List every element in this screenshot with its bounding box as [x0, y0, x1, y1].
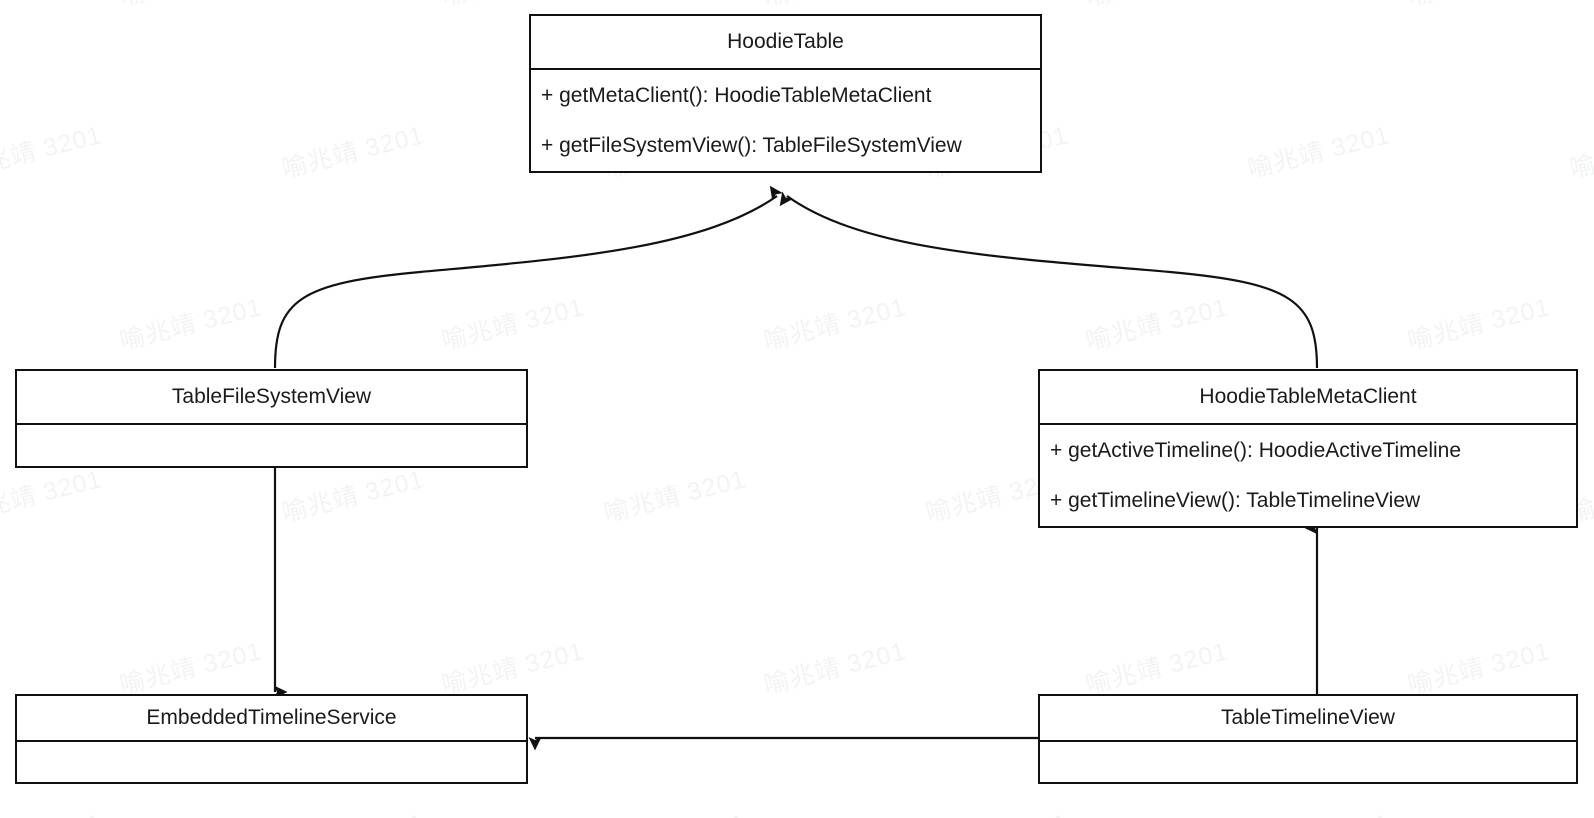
- watermark-text: 喻兆靖 3201: [279, 465, 428, 528]
- class-member: + getActiveTimeline(): HoodieActiveTimel…: [1050, 438, 1462, 462]
- watermark-text: 喻兆靖 3201: [1244, 803, 1394, 818]
- watermark-text: 喻兆靖 3201: [117, 293, 266, 356]
- watermark-text: 喻兆靖 3201: [1566, 803, 1594, 818]
- watermark-text: 喻兆靖 3201: [439, 637, 588, 700]
- watermark-text: 喻兆靖 3201: [1567, 121, 1594, 184]
- class-title-hoodie-table: HoodieTable: [727, 30, 844, 53]
- class-members-table-file-system-view: [17, 425, 526, 466]
- class-box-table-timeline-view[interactable]: TableTimelineView: [1038, 694, 1578, 784]
- class-box-embedded-timeline-service[interactable]: EmbeddedTimelineService: [15, 694, 528, 784]
- class-divider: [17, 423, 526, 425]
- class-title-table-file-system-view: TableFileSystemView: [171, 385, 372, 408]
- class-member: + getFileSystemView(): TableFileSystemVi…: [541, 134, 962, 158]
- watermark-text: 喻兆靖 3201: [601, 465, 750, 528]
- class-members-embedded-timeline-service: [17, 742, 526, 782]
- edge-tablefilesystemview-to-hoodietable: [273, 185, 783, 369]
- class-box-hoodie-table-meta-client[interactable]: HoodieTableMetaClient + getActiveTimelin…: [1038, 369, 1578, 528]
- watermark-text: 喻兆靖 3201: [1082, 0, 1232, 13]
- class-divider: [531, 68, 1040, 70]
- class-divider: [1040, 423, 1576, 425]
- class-divider: [17, 740, 526, 742]
- watermark-text: 喻兆靖 3201: [279, 121, 428, 184]
- class-members-table-timeline-view: [1040, 742, 1576, 782]
- class-member: + getMetaClient(): HoodieTableMetaClient: [541, 83, 932, 107]
- class-title-embedded-timeline-service: EmbeddedTimelineService: [146, 706, 397, 729]
- watermark-text: 喻兆靖 3201: [0, 803, 106, 818]
- class-members-hoodie-table: + getMetaClient(): HoodieTableMetaClient…: [531, 70, 1040, 171]
- watermark-text: 喻兆靖 3201: [0, 121, 106, 184]
- watermark-text: 喻兆靖 3201: [761, 637, 910, 700]
- class-member: + getTimelineView(): TableTimelineView: [1050, 489, 1421, 513]
- watermark-text: 喻兆靖 3201: [1083, 293, 1232, 356]
- watermark-text: 喻兆靖 3201: [278, 803, 428, 818]
- watermark-text: 喻兆靖 3201: [600, 803, 750, 818]
- watermark-text: 喻兆靖 3201: [1245, 121, 1394, 184]
- watermark-text: 喻兆靖 3201: [922, 803, 1072, 818]
- watermark-text: 喻兆靖 3201: [1404, 0, 1554, 13]
- class-box-hoodie-table[interactable]: HoodieTable + getMetaClient(): HoodieTab…: [529, 14, 1042, 173]
- watermark-text: 喻兆靖 3201: [116, 0, 266, 13]
- watermark-text: 喻兆靖 3201: [1083, 637, 1232, 700]
- watermark-text: 喻兆靖 3201: [760, 0, 910, 13]
- watermark-text: 喻兆靖 3201: [1405, 293, 1554, 356]
- watermark-text: 喻兆靖 3201: [439, 293, 588, 356]
- watermark-text: 喻兆靖 3201: [1405, 637, 1554, 700]
- watermark-text: 喻兆靖 3201: [117, 637, 266, 700]
- class-divider: [1040, 740, 1576, 742]
- class-title-hoodie-table-meta-client: HoodieTableMetaClient: [1199, 385, 1417, 408]
- class-box-table-file-system-view[interactable]: TableFileSystemView: [15, 369, 528, 468]
- edge-hoodietablemetaclient-to-hoodietable: [779, 191, 1319, 369]
- watermark-text: 喻兆靖 3201: [438, 0, 588, 13]
- watermark-text: 喻兆靖 3201: [0, 465, 106, 528]
- class-members-hoodie-table-meta-client: + getActiveTimeline(): HoodieActiveTimel…: [1040, 425, 1576, 526]
- class-title-table-timeline-view: TableTimelineView: [1221, 706, 1395, 729]
- watermark-text: 喻兆靖 3201: [761, 293, 910, 356]
